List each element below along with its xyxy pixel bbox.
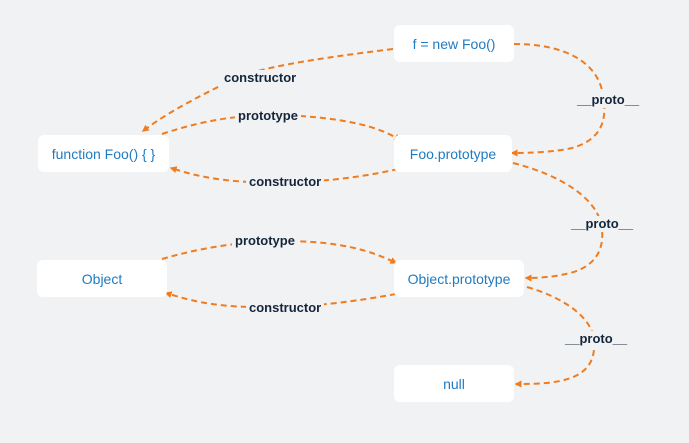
node-object-prototype: Object.prototype — [394, 260, 524, 297]
edge-object-prototype — [161, 239, 398, 264]
label-object-constructor: constructor — [246, 300, 325, 316]
node-foo-function: function Foo() { } — [38, 135, 169, 172]
node-f-instance: f = new Foo() — [394, 25, 514, 62]
edge-object-proto — [514, 286, 596, 388]
label-foo-constructor: constructor — [246, 174, 325, 190]
label-object-proto: __proto__ — [562, 331, 631, 347]
edge-foo-proto — [512, 162, 604, 282]
edge-f-proto — [510, 43, 606, 157]
node-foo-prototype: Foo.prototype — [394, 135, 512, 172]
label-foo-proto: __proto__ — [568, 216, 637, 232]
label-object-prototype: prototype — [232, 233, 298, 249]
node-object: Object — [37, 260, 167, 297]
node-null: null — [394, 365, 514, 402]
label-foo-prototype: prototype — [235, 108, 301, 124]
label-f-proto: __proto__ — [574, 92, 643, 108]
label-f-constructor: constructor — [221, 70, 300, 86]
